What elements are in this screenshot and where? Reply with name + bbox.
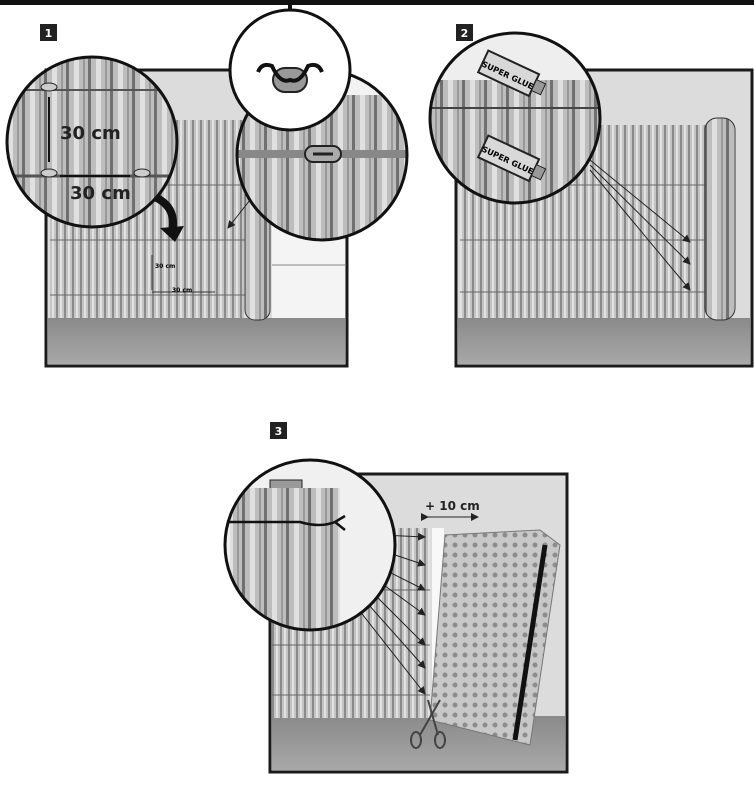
horizontal-spacing-label: 30 cm — [70, 183, 131, 204]
step-2-panel: SUPER GLUE SUPER GLUE 2 — [428, 24, 754, 368]
small-horizontal-label: 30 cm — [172, 287, 192, 294]
scissors-icon — [410, 699, 446, 749]
rolled-fence — [429, 529, 561, 746]
reed-roll — [704, 117, 736, 321]
step-3-panel: + 10 cm 3 — [223, 422, 569, 774]
top-border — [0, 0, 754, 5]
step-number-3: 3 — [275, 425, 283, 438]
step-number-1: 1 — [45, 27, 53, 40]
magnifier-spacing — [7, 57, 177, 227]
overlap-label: + 10 cm — [425, 499, 480, 513]
small-vertical-label: 30 cm — [155, 263, 175, 270]
step-number-2: 2 — [461, 27, 469, 40]
magnifier-wire — [225, 460, 395, 630]
step-1-panel: 30 cm 30 cm 30 cm 30 cm — [5, 0, 409, 368]
vertical-spacing-label: 30 cm — [60, 123, 121, 144]
